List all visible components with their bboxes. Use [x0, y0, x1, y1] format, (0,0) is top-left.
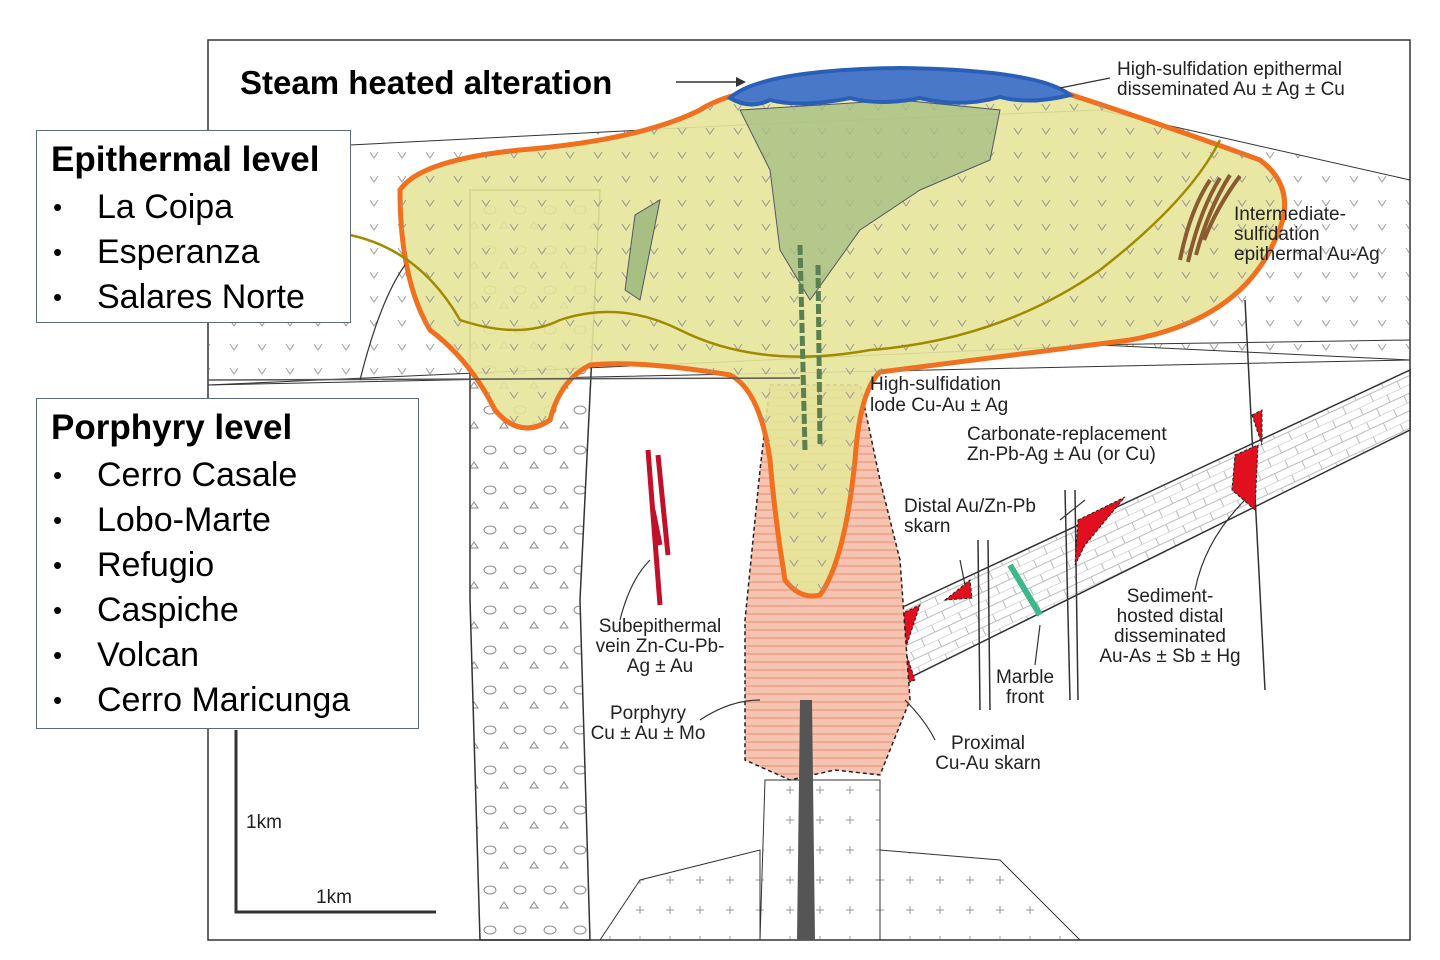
label-carbonate-replacement: Carbonate-replacement Zn-Pb-Ag ± Au (or … — [967, 424, 1167, 465]
steam-heated-title: Steam heated alteration — [240, 64, 612, 101]
svg-text:Cu-Au skarn: Cu-Au skarn — [935, 753, 1041, 774]
porphyry-item: Cerro Maricunga — [51, 678, 404, 723]
svg-text:front: front — [1006, 687, 1045, 708]
label-porphyry-deposit: Porphyry Cu ± Au ± Mo — [591, 703, 706, 744]
porphyry-item: Caspiche — [51, 588, 404, 633]
svg-text:Marble: Marble — [996, 667, 1054, 688]
label-hs-lode: High-sulfidation lode Cu-Au ± Ag — [870, 374, 1008, 416]
svg-text:Au-As ± Sb ± Hg: Au-As ± Sb ± Hg — [1099, 646, 1240, 667]
epithermal-item: Esperanza — [51, 230, 336, 275]
scale-vertical-label: 1km — [246, 812, 282, 833]
svg-text:Subepithermal: Subepithermal — [599, 616, 722, 637]
svg-text:epithermal Au-Ag: epithermal Au-Ag — [1234, 244, 1380, 265]
porphyry-item: Refugio — [51, 543, 404, 588]
label-is-epithermal: Intermediate- sulfidation epithermal Au-… — [1234, 204, 1380, 265]
svg-text:sulfidation: sulfidation — [1234, 224, 1320, 245]
svg-text:lode Cu-Au ± Ag: lode Cu-Au ± Ag — [870, 395, 1008, 416]
porphyry-heading: Porphyry level — [51, 408, 293, 447]
epithermal-level-box: Epithermal level La Coipa Esperanza Sala… — [36, 130, 351, 323]
svg-text:disseminated: disseminated — [1114, 626, 1226, 647]
svg-text:High-sulfidation epithermal: High-sulfidation epithermal — [1117, 59, 1342, 80]
svg-text:disseminated Au ± Ag ± Cu: disseminated Au ± Ag ± Cu — [1117, 79, 1345, 100]
svg-text:Porphyry: Porphyry — [610, 703, 687, 724]
intermediate-sulfidation-veins — [1178, 173, 1242, 263]
svg-text:Ag ± Au: Ag ± Au — [627, 656, 693, 677]
steam-heated-cap — [726, 65, 1075, 107]
subepithermal-vein — [645, 449, 671, 606]
svg-text:Cu ± Au ± Mo: Cu ± Au ± Mo — [591, 723, 706, 744]
svg-text:hosted distal: hosted distal — [1117, 606, 1224, 627]
svg-text:vein Zn-Cu-Pb-: vein Zn-Cu-Pb- — [596, 636, 725, 657]
label-distal-skarn: Distal Au/Zn-Pb skarn — [904, 496, 1036, 537]
porphyry-level-box: Porphyry level Cerro Casale Lobo-Marte R… — [36, 398, 419, 729]
porphyry-item: Cerro Casale — [51, 453, 404, 498]
epithermal-item: La Coipa — [51, 185, 336, 230]
svg-text:Intermediate-: Intermediate- — [1234, 204, 1346, 225]
marble-front-line — [1007, 563, 1043, 617]
label-marble-front: Marble front — [996, 667, 1054, 708]
dyke — [797, 700, 815, 940]
label-subepithermal-vein: Subepithermal vein Zn-Cu-Pb- Ag ± Au — [596, 616, 725, 677]
label-sediment-hosted: Sediment- hosted distal disseminated Au-… — [1099, 586, 1240, 667]
svg-text:Zn-Pb-Ag ± Au (or Cu): Zn-Pb-Ag ± Au (or Cu) — [967, 444, 1156, 465]
label-proximal-skarn: Proximal Cu-Au skarn — [935, 733, 1041, 774]
label-hs-epithermal: High-sulfidation epithermal disseminated… — [1117, 59, 1345, 100]
svg-text:Sediment-: Sediment- — [1127, 586, 1214, 607]
epithermal-heading: Epithermal level — [51, 140, 320, 179]
porphyry-item: Volcan — [51, 633, 404, 678]
scale-bar — [234, 730, 436, 914]
svg-text:skarn: skarn — [904, 516, 950, 537]
svg-text:High-sulfidation: High-sulfidation — [870, 374, 1001, 395]
svg-text:Proximal: Proximal — [951, 733, 1025, 754]
advanced-argillic-zone — [739, 99, 1001, 301]
porphyry-item: Lobo-Marte — [51, 498, 404, 543]
svg-text:Distal Au/Zn-Pb: Distal Au/Zn-Pb — [904, 496, 1036, 517]
scale-horizontal-label: 1km — [316, 887, 352, 908]
epithermal-item: Salares Norte — [51, 275, 336, 320]
svg-text:Carbonate-replacement: Carbonate-replacement — [967, 424, 1167, 445]
